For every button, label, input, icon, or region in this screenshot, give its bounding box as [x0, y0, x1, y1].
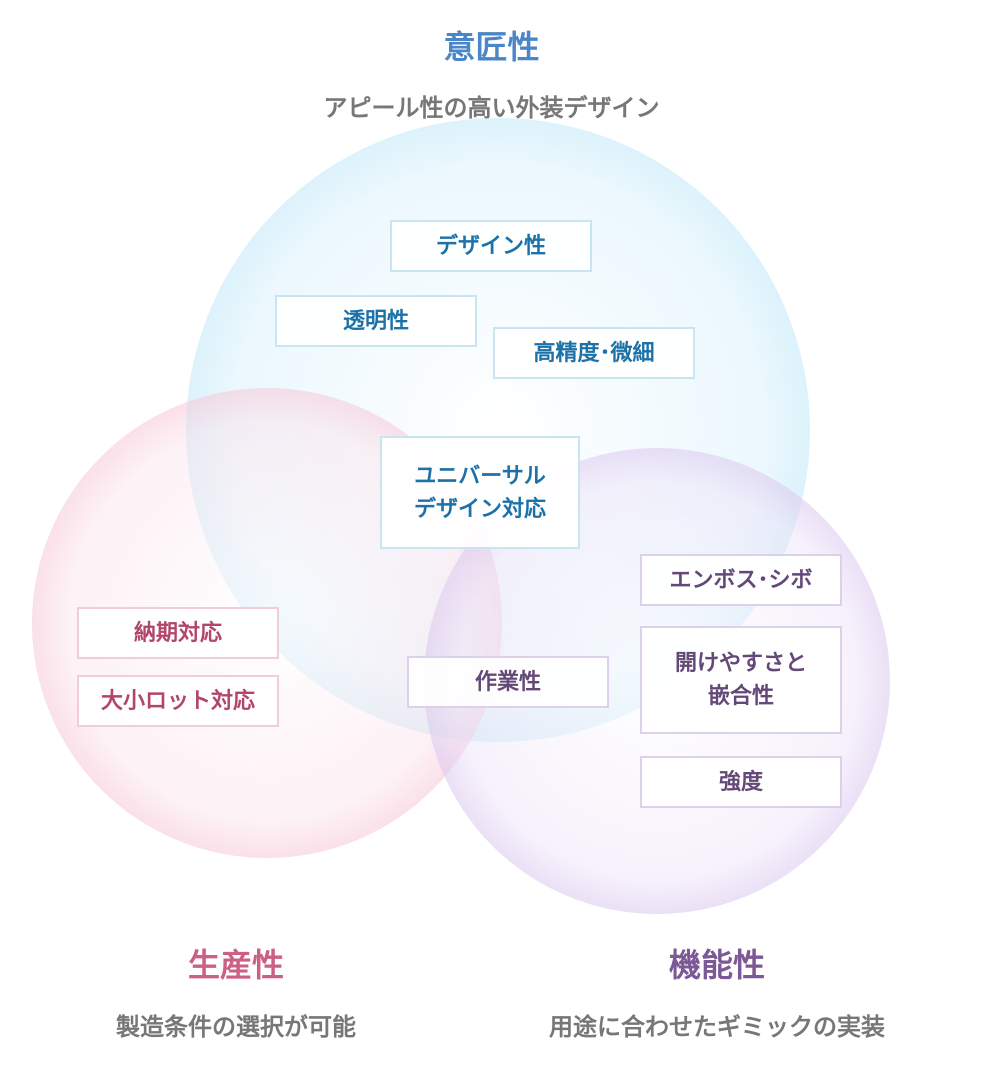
production-item-delivery: 納期対応	[77, 607, 279, 659]
design-title: 意匠性	[443, 28, 540, 66]
production-subtitle: 製造条件の選択が可能	[116, 1013, 356, 1041]
overlap-item-workability: 作業性	[407, 656, 609, 708]
function-item-strength: 強度	[640, 756, 842, 808]
function-item-open-fit: 開けやすさと 嵌合性	[640, 626, 842, 734]
production-title: 生産性	[187, 946, 284, 984]
center-item-universal-design: ユニバーサル デザイン対応	[380, 436, 580, 549]
production-item-lot: 大小ロット対応	[77, 675, 279, 727]
design-item-transparency: 透明性	[275, 295, 477, 347]
function-subtitle: 用途に合わせたギミックの実装	[549, 1013, 885, 1041]
function-item-emboss: エンボス･シボ	[640, 554, 842, 606]
function-title: 機能性	[668, 946, 765, 984]
design-subtitle: アピール性の高い外装デザイン	[323, 94, 660, 122]
design-item-precision: 高精度･微細	[493, 327, 695, 379]
design-item-design: デザイン性	[390, 220, 592, 272]
